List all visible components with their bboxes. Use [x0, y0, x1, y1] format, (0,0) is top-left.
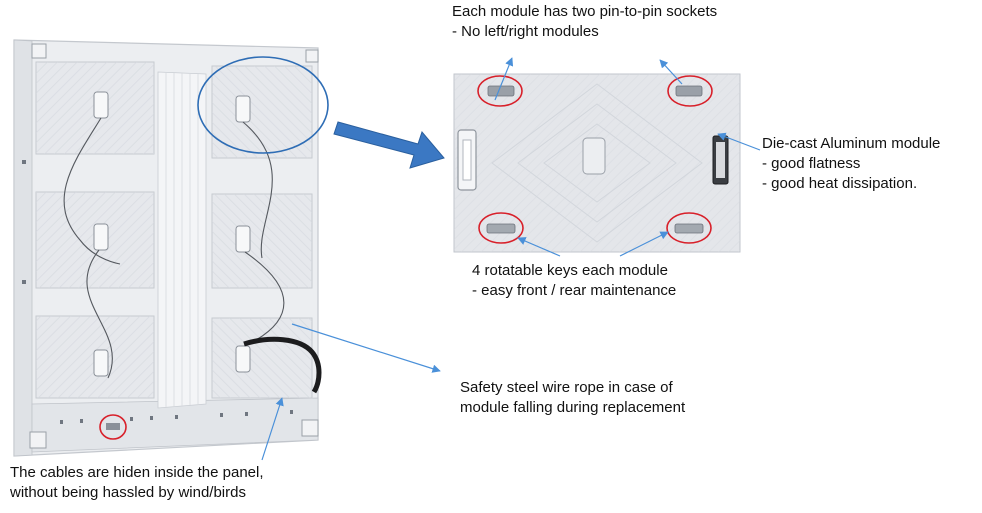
leader-cables	[261, 397, 284, 461]
module-center-handle	[582, 137, 606, 175]
callout-die-cast-line3: - good heat dissipation.	[762, 175, 918, 192]
callout-hidden-cables: The cables are hiden inside the panel, w…	[10, 463, 264, 503]
cabinet-module-left-top	[35, 61, 155, 155]
callout-die-cast-module: Die-cast Aluminum module - good flatness…	[762, 134, 940, 194]
rail-holes	[22, 160, 293, 424]
module-highlight-circles	[477, 75, 713, 244]
callout-wire-line2: module falling during replacement	[460, 399, 686, 416]
leader-diecast	[717, 132, 761, 151]
callout-safety-wire: Safety steel wire rope in case of module…	[460, 378, 685, 418]
block-arrow-right-icon	[333, 121, 445, 169]
module-sockets	[487, 85, 703, 97]
callout-keys-line1: 4 rotatable keys each module	[472, 262, 668, 279]
callout-rotatable-keys: 4 rotatable keys each module - easy fron…	[472, 261, 676, 301]
leader-key-right	[619, 231, 669, 257]
leader-socket-right	[659, 59, 683, 85]
bottom-socket-circle	[99, 414, 127, 440]
corner-brackets	[29, 43, 319, 449]
socket-circle-top-left	[477, 75, 523, 107]
callout-die-cast-line1: Die-cast Aluminum module	[762, 135, 941, 152]
callout-pin-sockets: Each module has two pin-to-pin sockets -…	[452, 2, 717, 42]
cabinet-photo	[13, 39, 329, 457]
cabinet-left-rail	[13, 39, 33, 457]
callout-pin-sockets-line1: Each module has two pin-to-pin sockets	[452, 3, 718, 20]
leader-key-left	[517, 237, 561, 257]
leader-arrow-icon	[261, 57, 761, 461]
cabinet-module-right-bottom	[211, 317, 313, 399]
safety-wire-ropes	[63, 117, 285, 379]
leader-socket-left	[494, 57, 514, 101]
callout-cables-line1: The cables are hiden inside the panel,	[10, 464, 264, 481]
power-cable	[243, 336, 322, 394]
key-circle-bottom-right	[666, 212, 712, 244]
callout-pin-sockets-line2: - No left/right modules	[452, 23, 599, 40]
callout-die-cast-line2: - good flatness	[762, 155, 861, 172]
cabinet-module-right-middle	[211, 193, 313, 289]
socket-circle-top-right	[667, 75, 713, 107]
module-closeup-photo	[453, 73, 741, 253]
callout-wire-line1: Safety steel wire rope in case of	[460, 379, 673, 396]
key-circle-bottom-left	[478, 212, 524, 244]
leader-safety-wire	[291, 323, 441, 373]
callout-cables-line2: without being hassled by wind/birds	[10, 484, 246, 501]
zoom-highlight-ellipse	[197, 56, 329, 154]
callout-keys-line2: - easy front / rear maintenance	[472, 282, 677, 299]
module-rotatable-keys	[486, 223, 704, 234]
